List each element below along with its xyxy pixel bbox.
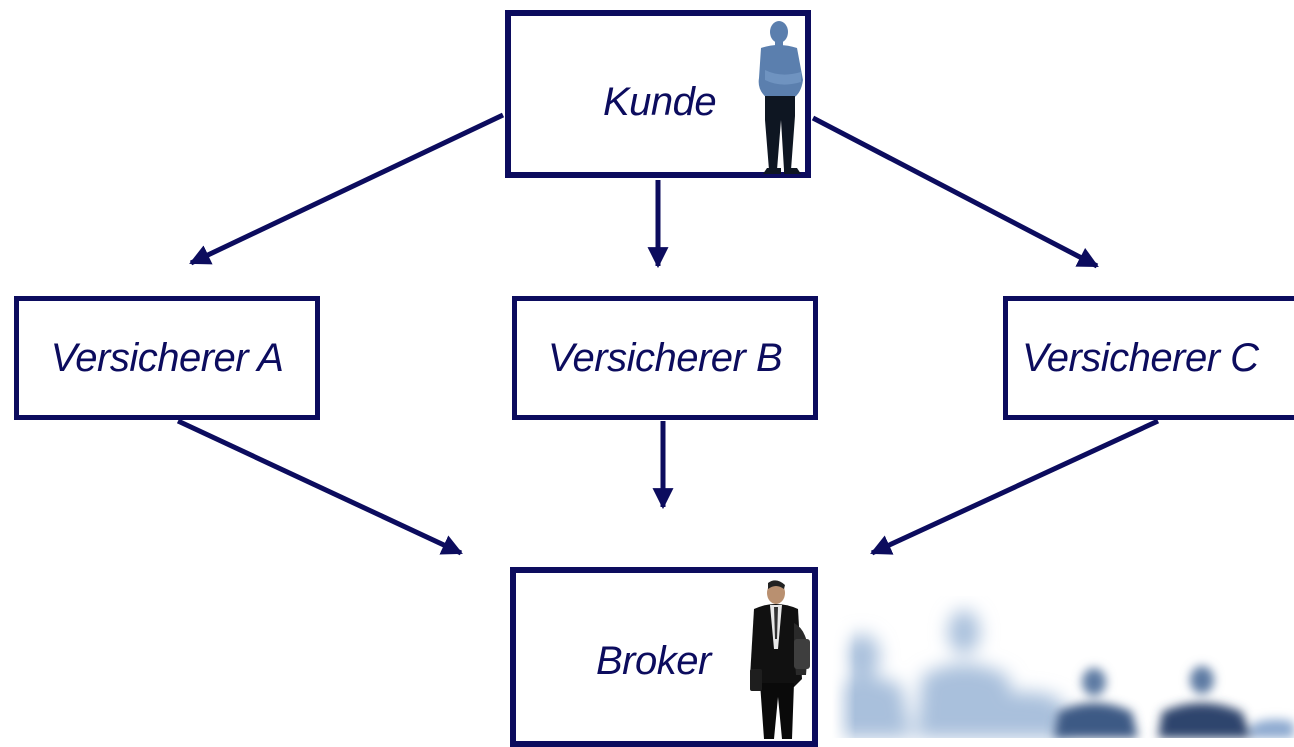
kunde-node: Kunde xyxy=(505,10,811,178)
arrow-kunde-to-versicherer-c xyxy=(811,115,1099,269)
arrow-kunde-to-versicherer-a xyxy=(189,112,505,266)
versicherer-b-label: Versicherer B xyxy=(547,336,783,380)
arrow-versicherer-c-to-broker xyxy=(870,418,1160,556)
versicherer-b-node: Versicherer B xyxy=(512,296,818,420)
versicherer-c-label: Versicherer C xyxy=(1022,336,1259,380)
kunde-label: Kunde xyxy=(603,80,717,124)
broker-figure-icon xyxy=(750,580,810,739)
customer-figure-icon xyxy=(758,21,803,174)
versicherer-a-node: Versicherer A xyxy=(14,296,320,420)
versicherer-c-node: Versicherer C xyxy=(1003,296,1294,420)
arrow-versicherer-a-to-broker xyxy=(176,418,463,556)
versicherer-a-label: Versicherer A xyxy=(50,336,284,380)
blurred-crowd-image xyxy=(832,596,1294,738)
broker-node: Broker xyxy=(510,567,818,747)
broker-label: Broker xyxy=(596,639,711,683)
